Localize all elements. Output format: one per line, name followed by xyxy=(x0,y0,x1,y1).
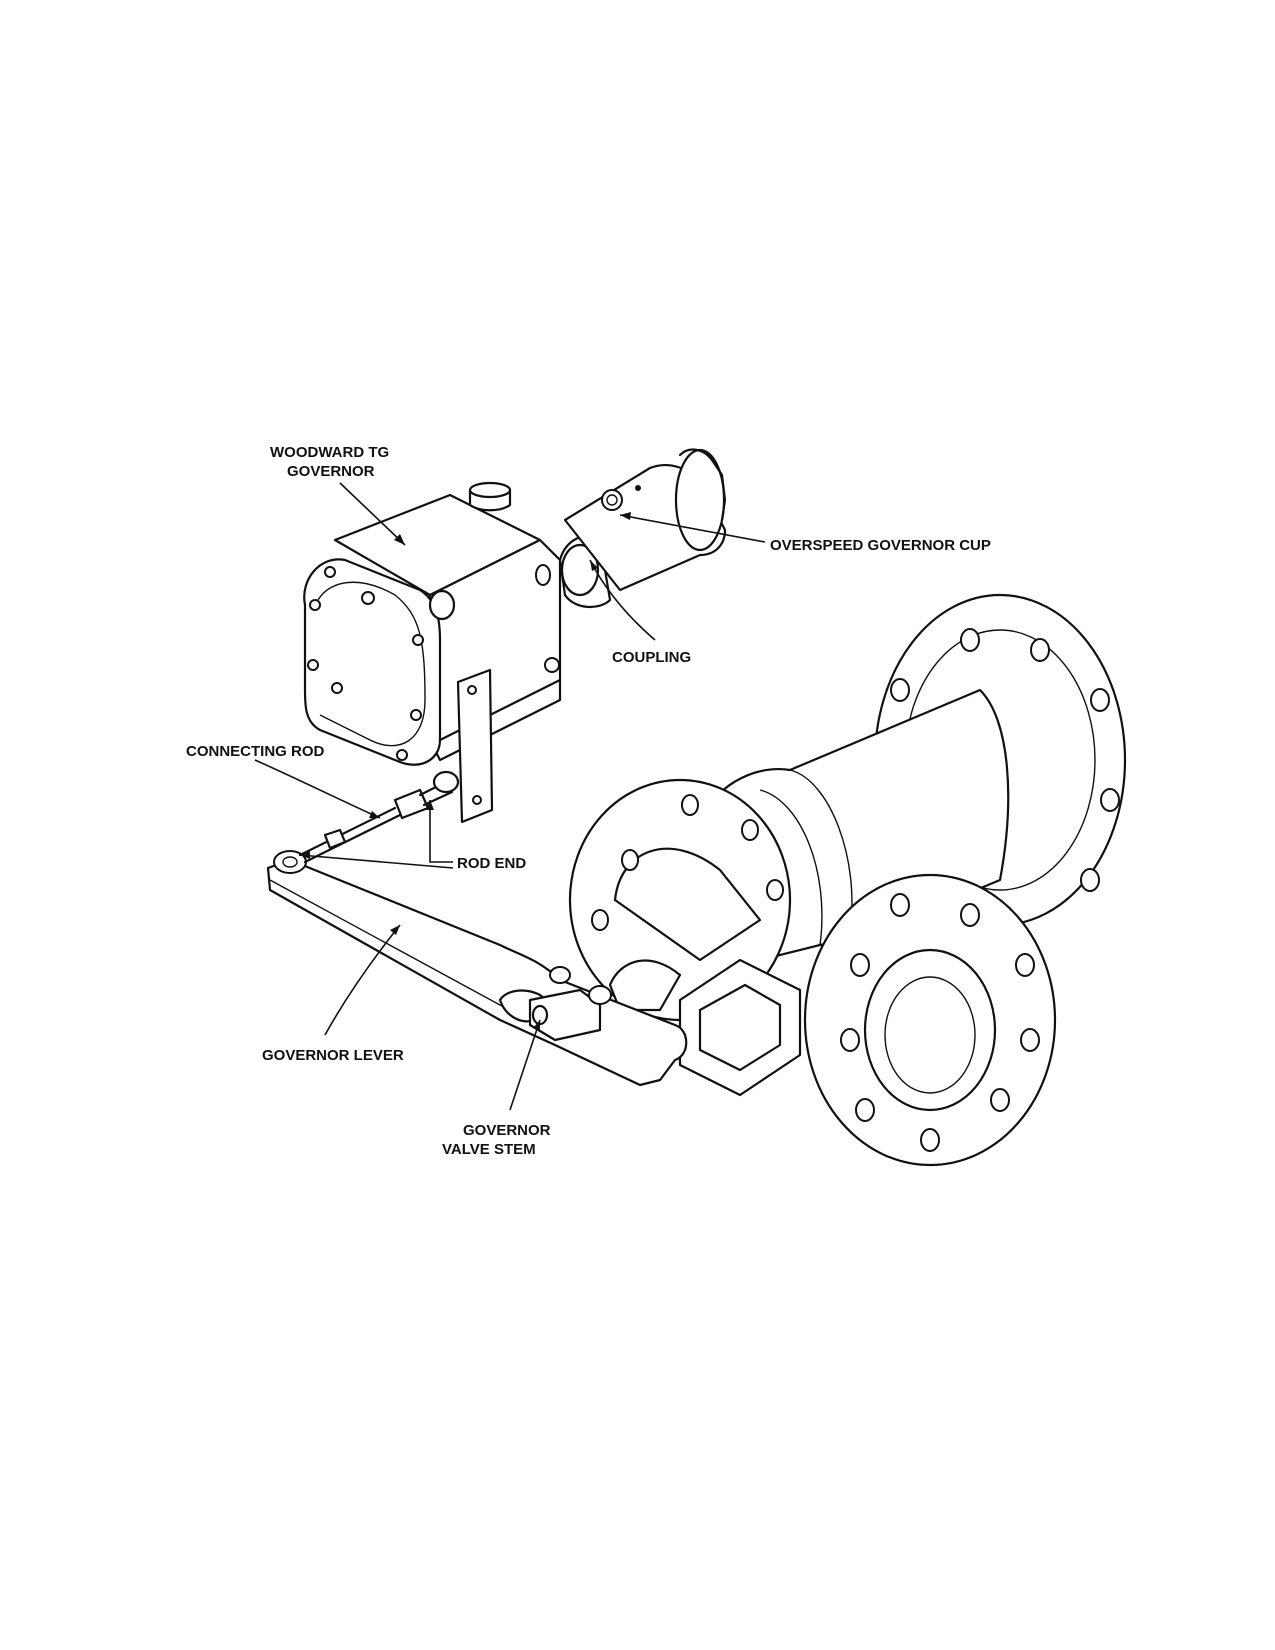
label-rod-end: ROD END xyxy=(457,855,526,872)
label-valve-stem-line2: VALVE STEM xyxy=(442,1141,536,1158)
front-flange-bolt-holes xyxy=(840,893,1040,1152)
label-woodward-line2: GOVERNOR xyxy=(287,463,375,480)
label-woodward-line1: WOODWARD TG xyxy=(270,444,389,461)
leader-governor-lever xyxy=(324,924,401,1036)
woodward-governor xyxy=(303,481,562,766)
label-connecting-rod: CONNECTING ROD xyxy=(186,743,325,760)
upper-rod-end-eye xyxy=(432,770,460,794)
label-coupling: COUPLING xyxy=(612,649,691,666)
valve-stem-block xyxy=(528,988,602,1042)
rear-flange-bolt-holes xyxy=(890,628,1120,892)
label-valve-stem-line1: GOVERNOR xyxy=(463,1122,551,1139)
leader-rod-end-2 xyxy=(429,800,453,863)
leader-rod-end-1 xyxy=(299,854,454,869)
leader-lines xyxy=(254,482,766,1111)
connecting-rod xyxy=(298,770,460,864)
leader-woodward xyxy=(339,482,406,546)
label-governor-lever: GOVERNOR LEVER xyxy=(262,1047,404,1064)
labels: WOODWARD TG GOVERNOR OVERSPEED GOVERNOR … xyxy=(186,444,991,1158)
leader-overspeed xyxy=(619,514,766,543)
left-flange-bolt-holes xyxy=(591,794,784,931)
leader-connecting-rod xyxy=(254,759,381,819)
governor-output-arm xyxy=(456,668,494,824)
governor-lever xyxy=(266,850,688,1087)
label-overspeed-cup: OVERSPEED GOVERNOR CUP xyxy=(770,537,991,554)
governor-valve-body xyxy=(568,593,1127,1167)
leader-valve-stem xyxy=(509,1019,541,1111)
overspeed-governor-cup xyxy=(563,448,727,592)
